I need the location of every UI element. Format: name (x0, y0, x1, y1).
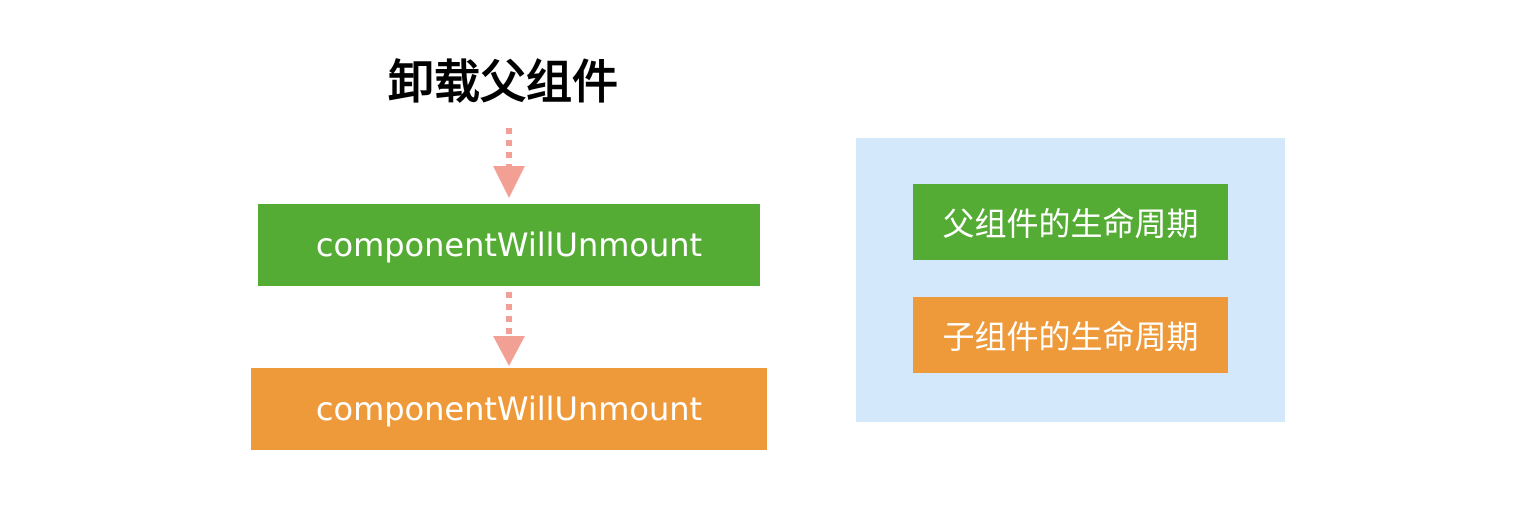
parent-method-label: componentWillUnmount (315, 226, 703, 264)
legend-child-item: 子组件的生命周期 (913, 297, 1228, 373)
child-lifecycle-box: componentWillUnmount (251, 368, 767, 450)
legend-parent-label: 父组件的生命周期 (942, 205, 1199, 243)
arrow-parent-to-child (493, 292, 525, 366)
legend-child-label: 子组件的生命周期 (942, 318, 1199, 356)
arrow-title-to-parent (493, 128, 525, 198)
legend-parent-item: 父组件的生命周期 (913, 184, 1228, 260)
child-method-label: componentWillUnmount (315, 390, 703, 428)
legend-panel: 父组件的生命周期 子组件的生命周期 (856, 138, 1285, 422)
parent-lifecycle-box: componentWillUnmount (258, 204, 760, 286)
diagram-title: 卸载父组件 (388, 55, 618, 109)
